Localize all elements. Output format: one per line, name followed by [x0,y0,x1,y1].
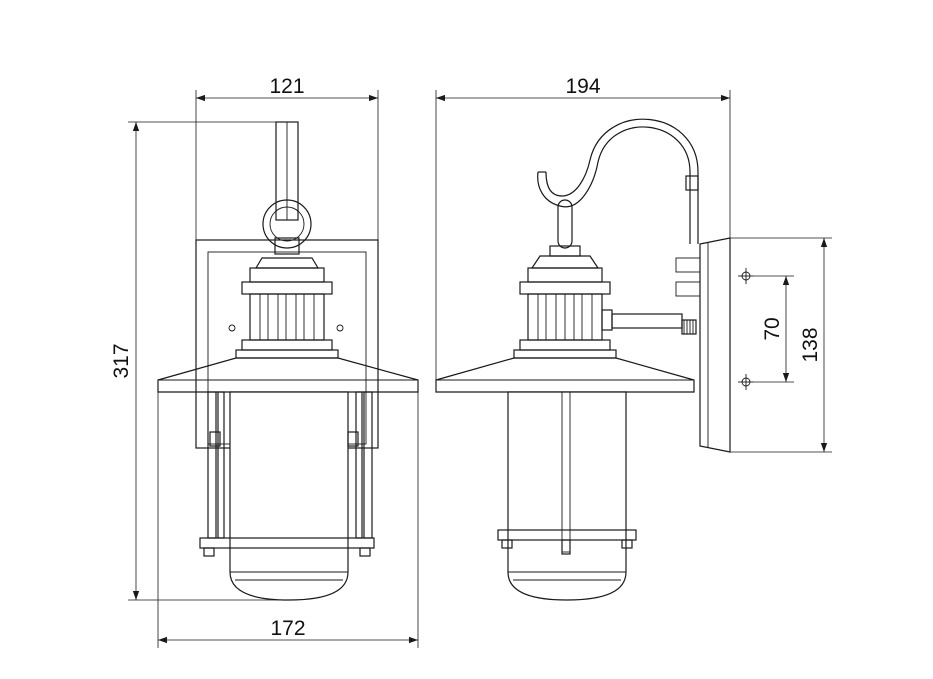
front-hanging-ring [262,199,312,249]
dim-label-172: 172 [270,617,305,640]
mount-holes [738,268,754,390]
side-mount-plate [699,237,731,453]
front-rod-left-inner [217,391,225,539]
dim-label-317: 317 [110,343,133,378]
dimension-labels: 121 194 317 172 70 138 [110,75,822,640]
dim-label-194: 194 [565,75,600,98]
mount-hole-bottom [738,374,754,390]
front-bottom-ring [199,537,375,549]
front-view [157,121,419,601]
side-thumb-screw [681,319,697,335]
front-cap-neck [274,237,300,255]
side-view [435,118,731,601]
side-shade [435,357,695,393]
front-rod-right-outer [363,391,373,539]
front-shade [157,357,419,393]
dim-label-121: 121 [269,75,304,98]
front-screw-right [336,324,344,332]
front-gallery-top [241,281,333,295]
front-rod-left-outer [207,391,217,539]
front-cap [254,257,320,269]
front-screw-left [228,324,236,332]
side-hanging-link [557,199,573,249]
side-hook-arm [537,126,691,244]
front-glass [229,391,349,601]
front-gallery-base [241,339,333,351]
side-center-rod [561,391,571,553]
side-glass [507,391,627,601]
front-gallery [249,293,325,341]
front-hood-top [235,349,339,359]
dimension-lines [128,90,832,648]
front-cap-collar [249,267,325,283]
dim-label-70: 70 [761,317,784,340]
side-support-bracket [611,313,683,329]
dim-label-138: 138 [799,327,822,362]
mount-hole-top [738,268,754,284]
front-rod-right-inner [355,391,363,539]
